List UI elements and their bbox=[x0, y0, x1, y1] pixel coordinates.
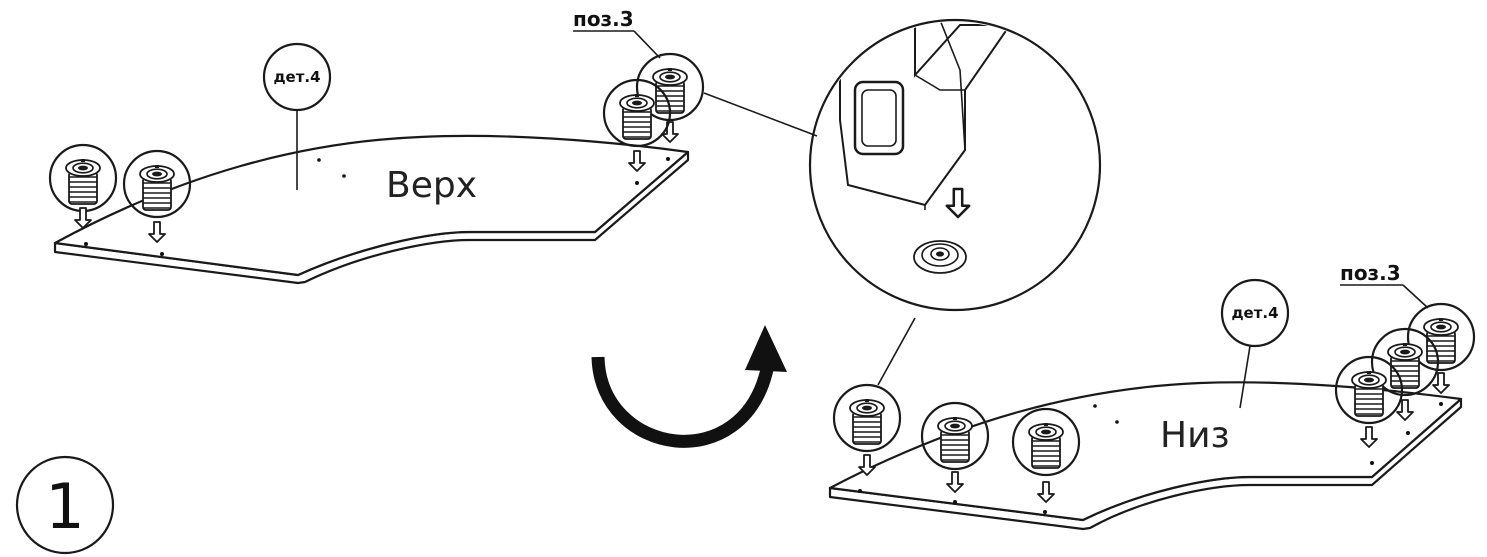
part-label-top-text: дет.4 bbox=[273, 68, 320, 86]
pos-label-bottom-text: поз.3 bbox=[1340, 261, 1401, 285]
rotate-arrow-icon bbox=[591, 325, 787, 448]
insert-callout bbox=[48, 143, 118, 213]
part-label-bottom-text: дет.4 bbox=[1231, 304, 1278, 322]
step-number-badge: 1 bbox=[15, 455, 115, 555]
pos-label-top: поз.3 bbox=[573, 7, 661, 59]
face-label-bottom: Низ bbox=[1160, 415, 1230, 456]
pos-label-top-text: поз.3 bbox=[573, 7, 634, 31]
pos-label-bottom: поз.3 bbox=[1340, 261, 1429, 309]
part-label-top: дет.4 bbox=[262, 42, 332, 190]
step-number-text: 1 bbox=[45, 470, 84, 543]
insert-callout bbox=[122, 149, 192, 219]
part-label-bottom: дет.4 bbox=[1220, 278, 1290, 409]
detail-zoom-callout bbox=[703, 18, 1102, 386]
face-label-top: Верх bbox=[386, 165, 477, 206]
panel-bottom bbox=[828, 381, 1463, 531]
panel-top bbox=[53, 134, 690, 285]
insert-callout bbox=[832, 383, 902, 453]
